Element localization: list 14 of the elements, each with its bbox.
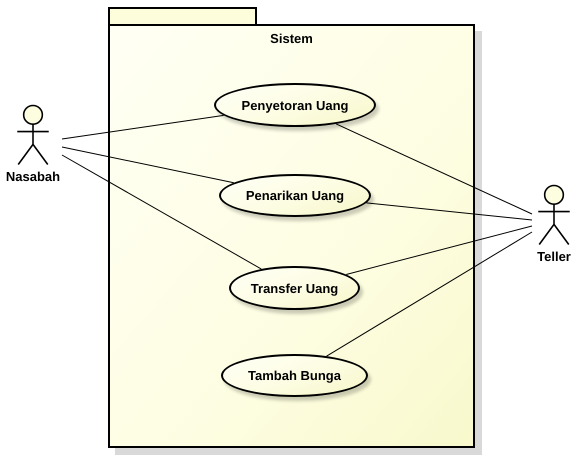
association-line <box>366 202 532 220</box>
use-case-name: Transfer Uang <box>250 280 338 296</box>
use-case-name: Penyetoran Uang <box>242 98 348 112</box>
association-line <box>326 232 532 357</box>
association-line <box>346 226 532 275</box>
association-line <box>62 154 262 270</box>
association-line <box>62 146 234 184</box>
association-line <box>336 123 532 214</box>
package-name: Sistem <box>270 31 313 46</box>
actor-name: Nasabah <box>6 169 60 184</box>
use-case-name: Tambah Bunga <box>248 368 341 383</box>
association-line <box>62 114 224 140</box>
actor-name: Teller <box>537 249 571 264</box>
use-case-name: Penarikan Uang <box>246 188 344 203</box>
